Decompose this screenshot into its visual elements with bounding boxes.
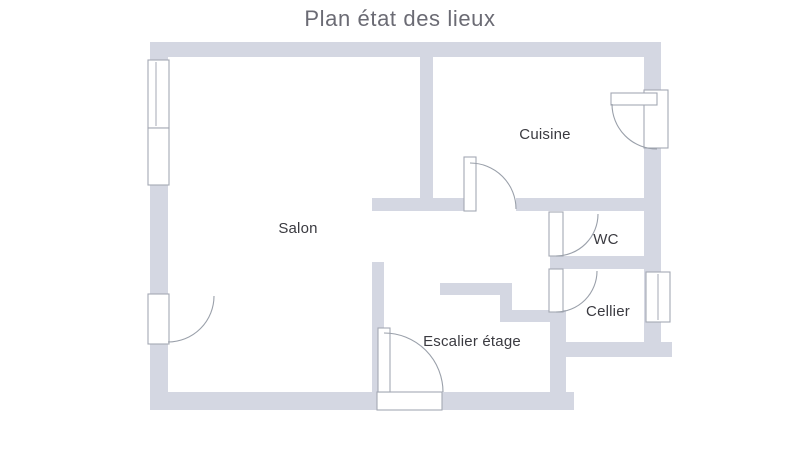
room-label-wc: WC <box>593 231 618 248</box>
wall-stair-connector <box>512 310 550 322</box>
wall-salon-cuisine <box>420 57 433 198</box>
door-leaf-wc <box>548 211 564 257</box>
door-arc-wc <box>555 213 599 257</box>
room-labels: Salon Cuisine WC Cellier Escalier étage <box>278 126 630 350</box>
wall-cuisine-bottom-left <box>372 198 464 211</box>
wall-cuisine-bottom-right <box>516 198 644 211</box>
door-leaf-entry <box>610 92 658 106</box>
window-salon-door-glass <box>147 293 170 345</box>
wall-stair-right <box>550 310 566 410</box>
wall-stair-corner <box>500 283 512 322</box>
door-arc-cuisine <box>469 162 517 210</box>
door-arc-cellier <box>555 270 598 313</box>
wall-bottom <box>150 392 574 410</box>
wall-top <box>150 42 661 57</box>
door-leaf-stairs <box>377 327 391 393</box>
room-label-cellier: Cellier <box>586 303 630 320</box>
wall-stair-top <box>440 283 512 295</box>
doors <box>167 89 669 411</box>
room-label-cuisine: Cuisine <box>519 126 570 143</box>
door-arc-entry <box>611 103 658 150</box>
door-arc-stairs <box>383 332 444 393</box>
door-leaf-cellier <box>548 268 564 313</box>
door-threshold-stairs <box>376 391 443 411</box>
wall-cellier-bottom <box>550 342 672 357</box>
walls <box>150 42 672 410</box>
door-arc-salon <box>167 295 215 343</box>
window-salon-left-lower <box>147 127 170 186</box>
window-salon-left-upper <box>147 59 170 129</box>
room-label-escalier: Escalier étage <box>423 333 521 350</box>
wall-wc-cellier <box>550 256 661 269</box>
door-leaf-cuisine <box>463 156 477 212</box>
windows <box>147 59 671 345</box>
plan-title: Plan état des lieux <box>304 6 496 31</box>
room-label-salon: Salon <box>278 220 317 237</box>
